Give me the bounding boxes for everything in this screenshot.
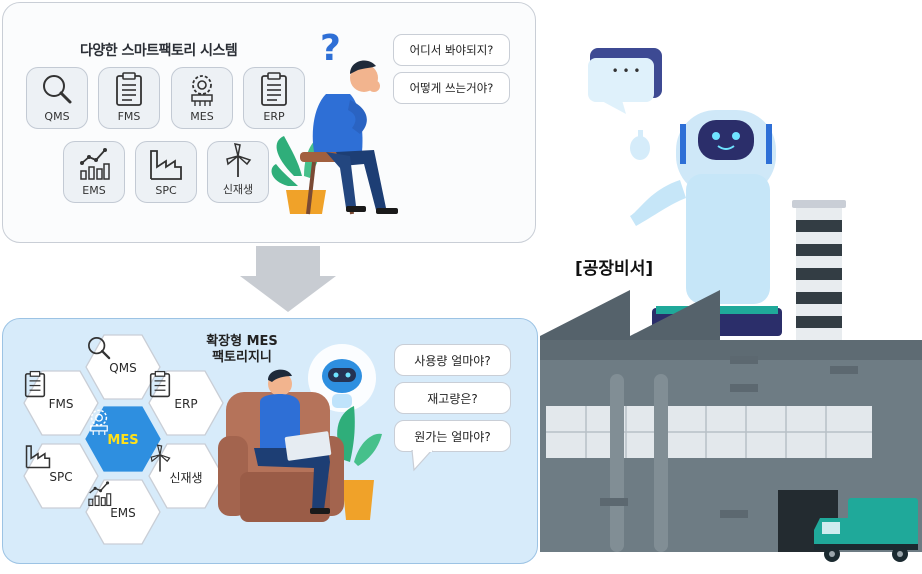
wind-turbine-icon [150, 444, 171, 472]
system-tile-erp: ERP [243, 67, 305, 129]
factory-assistant-label: [공장비서] [575, 259, 654, 279]
factory-icon [150, 150, 182, 180]
chip-gear-icon [191, 75, 213, 106]
system-tile-label: SPC [155, 184, 177, 197]
question-mark: ? [320, 28, 341, 69]
magnifier-icon [43, 75, 72, 104]
hex-label: FMS [48, 397, 74, 411]
hex-label: SPC [49, 470, 73, 484]
hex-mes: MES [85, 406, 161, 472]
system-tile-label: QMS [44, 110, 70, 123]
hex-qms: QMS [85, 334, 161, 400]
factory-icon [25, 445, 51, 469]
wind-turbine-icon [226, 143, 252, 177]
system-tile-fms: FMS [98, 67, 160, 129]
systems-title: 다양한 스마트팩토리 시스템 [80, 43, 238, 59]
query-bubble: 재고량은? [394, 382, 511, 414]
hex-label-mes: MES [107, 432, 139, 448]
extended-mes-title-line1: 확장형 MES [206, 334, 278, 349]
magnifier-icon [88, 337, 111, 360]
system-tile-label: ERP [263, 110, 285, 123]
query-bubble: 사용량 얼마야? [394, 344, 511, 376]
person-with-laptop-illustration [218, 344, 382, 522]
hex-erp: ERP [148, 370, 224, 436]
system-tile-ems: EMS [63, 141, 125, 203]
hex-renewable: 신재생 [148, 443, 224, 509]
system-tile-label: MES [190, 110, 214, 123]
system-tile-label: FMS [117, 110, 141, 123]
extended-mes-title-line2: 팩토리지니 [212, 350, 272, 365]
hex-label: ERP [174, 397, 198, 411]
clipboard-icon [116, 72, 142, 106]
robot-chat-bubble-text: • • • [611, 64, 641, 78]
hex-spc: SPC [23, 443, 99, 509]
hex-label: QMS [109, 361, 137, 375]
hex-fms: FMS [23, 370, 99, 436]
clipboard-icon [149, 370, 171, 398]
hex-ems: EMS [85, 479, 161, 545]
clipboard-icon [261, 72, 287, 106]
down-arrow-icon [240, 246, 336, 312]
confused-person-illustration [271, 60, 398, 215]
system-tile-qms: QMS [26, 67, 88, 129]
system-tile-mes: MES [171, 67, 233, 129]
system-tile-label: 신재생 [222, 183, 254, 196]
bubble-tail [411, 450, 433, 472]
system-tile-label: EMS [82, 184, 106, 197]
clipboard-icon [24, 370, 46, 398]
chip-gear-icon [90, 409, 108, 435]
extended-mes-title: 확장형 MES 팩토리지니 [196, 334, 288, 366]
hex-label: 신재생 [169, 470, 203, 485]
factory-illustration [540, 48, 922, 562]
system-tile-renewable: 신재생 [207, 141, 269, 203]
question-bubble: 어떻게 쓰는거야? [393, 72, 510, 104]
hex-label: EMS [110, 506, 136, 520]
query-bubble: 원가는 얼마야? [394, 420, 511, 452]
bar-chart-icon [80, 148, 110, 180]
question-bubble: 어디서 봐야되지? [393, 34, 510, 66]
bar-chart-icon [88, 481, 112, 507]
system-tile-spc: SPC [135, 141, 197, 203]
